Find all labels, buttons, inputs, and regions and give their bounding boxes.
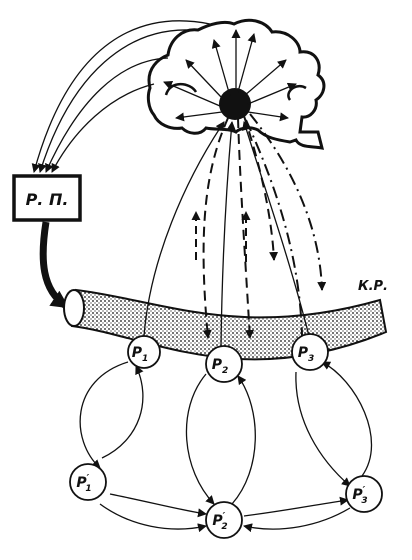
ascending-arrows — [143, 121, 311, 347]
svg-text:Р′1: Р′1 — [76, 473, 91, 494]
rp-to-tube-arrow — [39, 221, 70, 309]
rp-box-label: Р. П. — [26, 190, 69, 209]
svg-text:Р1: Р1 — [132, 345, 149, 364]
upward-dashed-arrows — [191, 211, 251, 262]
brain-center-node — [219, 88, 251, 120]
rp-box — [12, 174, 82, 222]
feedback-loops — [79, 361, 373, 505]
node-p1-prime: Р′1 — [69, 463, 107, 501]
node-p1: Р1 — [127, 335, 161, 369]
node-p3: Р3 — [291, 333, 329, 371]
descending-dashed-arrows — [202, 115, 279, 339]
brain-to-rp-arrows — [31, 20, 211, 173]
descending-dashdot-arrows — [245, 113, 327, 337]
svg-text:Р2: Р2 — [212, 357, 229, 376]
bottom-connections — [99, 493, 351, 533]
tube-label: К.Р. — [358, 279, 388, 294]
svg-text:Р′2: Р′2 — [212, 511, 227, 532]
brain-radiating-arrows — [163, 29, 297, 122]
node-p2: Р2 — [205, 345, 243, 383]
tube-opening — [63, 289, 85, 327]
svg-text:Р′3: Р′3 — [352, 485, 367, 506]
brain-outline — [146, 18, 326, 150]
node-p3-prime: Р′3 — [345, 475, 383, 513]
svg-text:Р3: Р3 — [298, 345, 315, 364]
node-p2-prime: Р′2 — [205, 501, 243, 539]
